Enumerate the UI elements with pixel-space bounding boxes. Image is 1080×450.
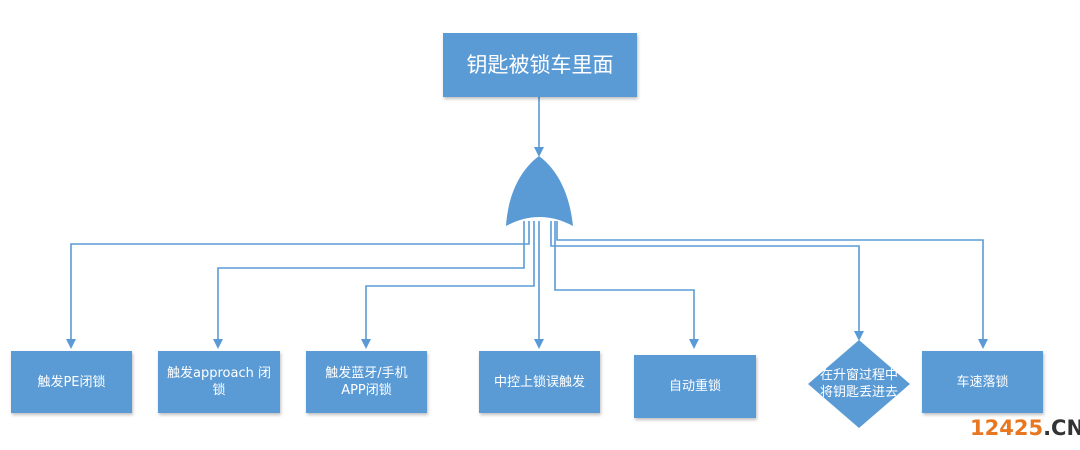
connector-relock [554,221,699,349]
leaf-window-drop-label: 在升窗过程中将钥匙丢进去 [819,368,898,400]
window-drop-diamond [808,340,910,428]
connector-speed-lock [556,221,988,349]
leaf-bluetooth-lock: 触发蓝牙/手机APP闭锁 [306,351,427,413]
leaf-central-lock: 中控上锁误触发 [479,351,600,413]
leaf-pe-lock: 触发PE闭锁 [11,351,132,413]
connector-pe-lock [66,221,530,349]
leaf-approach-lock: 触发approach 闭锁 [158,351,280,413]
connector-bluetooth-lock [361,221,535,349]
watermark-number: 12425 [970,416,1044,440]
watermark: 12425.CN [970,416,1080,440]
root-event: 钥匙被锁车里面 [443,33,637,97]
watermark-suffix: .CN [1043,416,1080,440]
or-gate-symbol [506,156,573,226]
connector-approach-lock [213,221,525,349]
leaf-relock: 自动重锁 [634,355,756,418]
leaf-speed-lock: 车速落锁 [922,351,1043,413]
connector-window-drop [550,221,864,341]
